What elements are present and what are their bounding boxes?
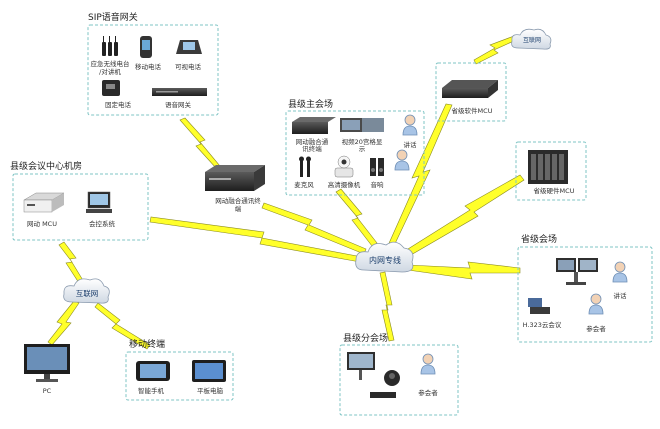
hd-camera-icon [334,155,354,178]
mic-label: 麦克风 [294,180,314,189]
province-presenter-icon [612,261,628,283]
group-mobile-terminal: 移动终端 智能手机 平板电脑 [125,338,234,401]
link-intranet-fusion-mid [261,202,367,255]
cloud-intranet: 内网专线 [355,241,414,273]
cloud-internet-top-label: 互联网 [523,36,541,44]
sub-venue-title: 县级分会场 [343,332,388,344]
presenter-person-icon [402,114,418,136]
landline-icon [102,80,120,96]
attendee-person-icon [394,149,410,171]
cloud-intranet-label: 内网专线 [369,255,401,265]
sip-gateway-title: SIP语音网关 [88,11,138,23]
link-internet-pc [47,300,80,346]
mobile-label: 移动电话 [135,62,162,71]
mcu-server-icon [23,192,65,213]
fusion-terminal-mid: 网动融合通讯终 端 [205,165,265,213]
fusion-mid-label-2: 端 [235,204,242,213]
link-intranet-machine-room [149,216,363,263]
link-province-soft-internet [473,35,517,65]
province-presenter-label: 讲话 [614,291,628,300]
group-province-hard-mcu: 省级硬件MCU [515,141,587,201]
cloud-internet-left: 互联网 [63,278,110,304]
group-sip-gateway: SIP语音网关 应急无线电台 /对讲机 移动电话 可视电话 固定电话 语音网关 [87,11,219,116]
group-county-main-venue: 县级主会场 网动融合通 讯终端 视频20宫格显 示 讲话 麦克风 高清摄像机 [285,98,425,196]
main-venue-title: 县级主会场 [288,98,333,110]
control-system-label: 会控系统 [89,219,116,228]
sub-attendee-icon [420,353,436,375]
videophone-icon [176,40,202,54]
link-intranet-province-hard [399,174,525,260]
cloud-internet-top: 互联网 [511,28,552,50]
video-wall-label-2: 示 [359,145,366,153]
province-hard-label: 省级硬件MCU [534,186,575,195]
speaker-icon [370,158,384,176]
mobile-phone-icon [140,36,152,58]
link-machine-internet [58,241,85,284]
radio-label-2: /对讲机 [99,67,121,76]
group-province-venue: 省级会场 讲话 H.323云会议 参会者 [517,233,653,343]
conference-phone-icon [384,370,400,386]
group-county-machine-room: 县级会议中心机房 网动 MCU 会控系统 [10,160,149,241]
link-intranet-province-soft [385,103,453,251]
mcu-label: 网动 MCU [27,220,57,228]
pc-device: PC [24,344,70,395]
h323-terminal-icon [528,298,550,314]
province-soft-label: 省级软件MCU [452,106,493,115]
province-attendee-label: 参会者 [586,324,606,333]
videophone-label: 可视电话 [175,62,202,71]
pc-label: PC [43,387,52,395]
machine-room-title: 县级会议中心机房 [10,160,82,172]
link-internet-mobile [94,302,151,350]
radio-label-1: 应急无线电台 [91,59,130,68]
link-intranet-main-venue [335,188,378,247]
microphone-icon [299,156,311,177]
province-venue-title: 省级会场 [521,233,557,245]
tablet-icon [192,360,226,382]
smartphone-icon [136,361,170,381]
link-sip-fusion [179,117,221,169]
voice-gateway-icon [152,88,207,96]
fusion-terminal-icon [292,117,336,134]
speaker-label: 音响 [371,180,385,189]
link-intranet-sub-venue [379,271,395,342]
cloud-internet-left-label: 互联网 [76,289,99,298]
group-province-soft-mcu: 省级软件MCU [435,62,507,122]
landline-label: 固定电话 [105,100,132,109]
video-wall-label-1: 视频20宫格显 [342,137,383,146]
sub-venue-terminal-icon [347,352,396,398]
mobile-terminal-title: 移动终端 [129,338,165,350]
province-attendee-icon [588,293,604,315]
tablet-label: 平板电脑 [197,386,224,395]
hd-camera-label: 高清摄像机 [328,180,361,189]
video-wall-icon [340,118,384,132]
radio-icon [102,36,118,56]
h323-label: H.323云会议 [523,320,562,329]
dual-screen-terminal-icon [556,258,598,285]
connection-links [47,35,525,350]
main-presenter-label: 讲话 [404,140,418,149]
smartphone-label: 智能手机 [138,386,165,395]
fusion-mid-label-1: 网动融合通讯终 [215,196,261,205]
fusion-terminal-label-1: 网动融合通 [296,137,329,146]
fusion-terminal-label-2: 讯终端 [302,144,322,153]
group-county-sub-venue: 县级分会场 参会者 [339,332,459,416]
voice-gateway-label: 语音网关 [165,100,192,109]
sub-attendee-label: 参会者 [418,388,438,397]
control-system-icon [86,191,112,213]
link-intranet-province-venue [407,261,521,280]
